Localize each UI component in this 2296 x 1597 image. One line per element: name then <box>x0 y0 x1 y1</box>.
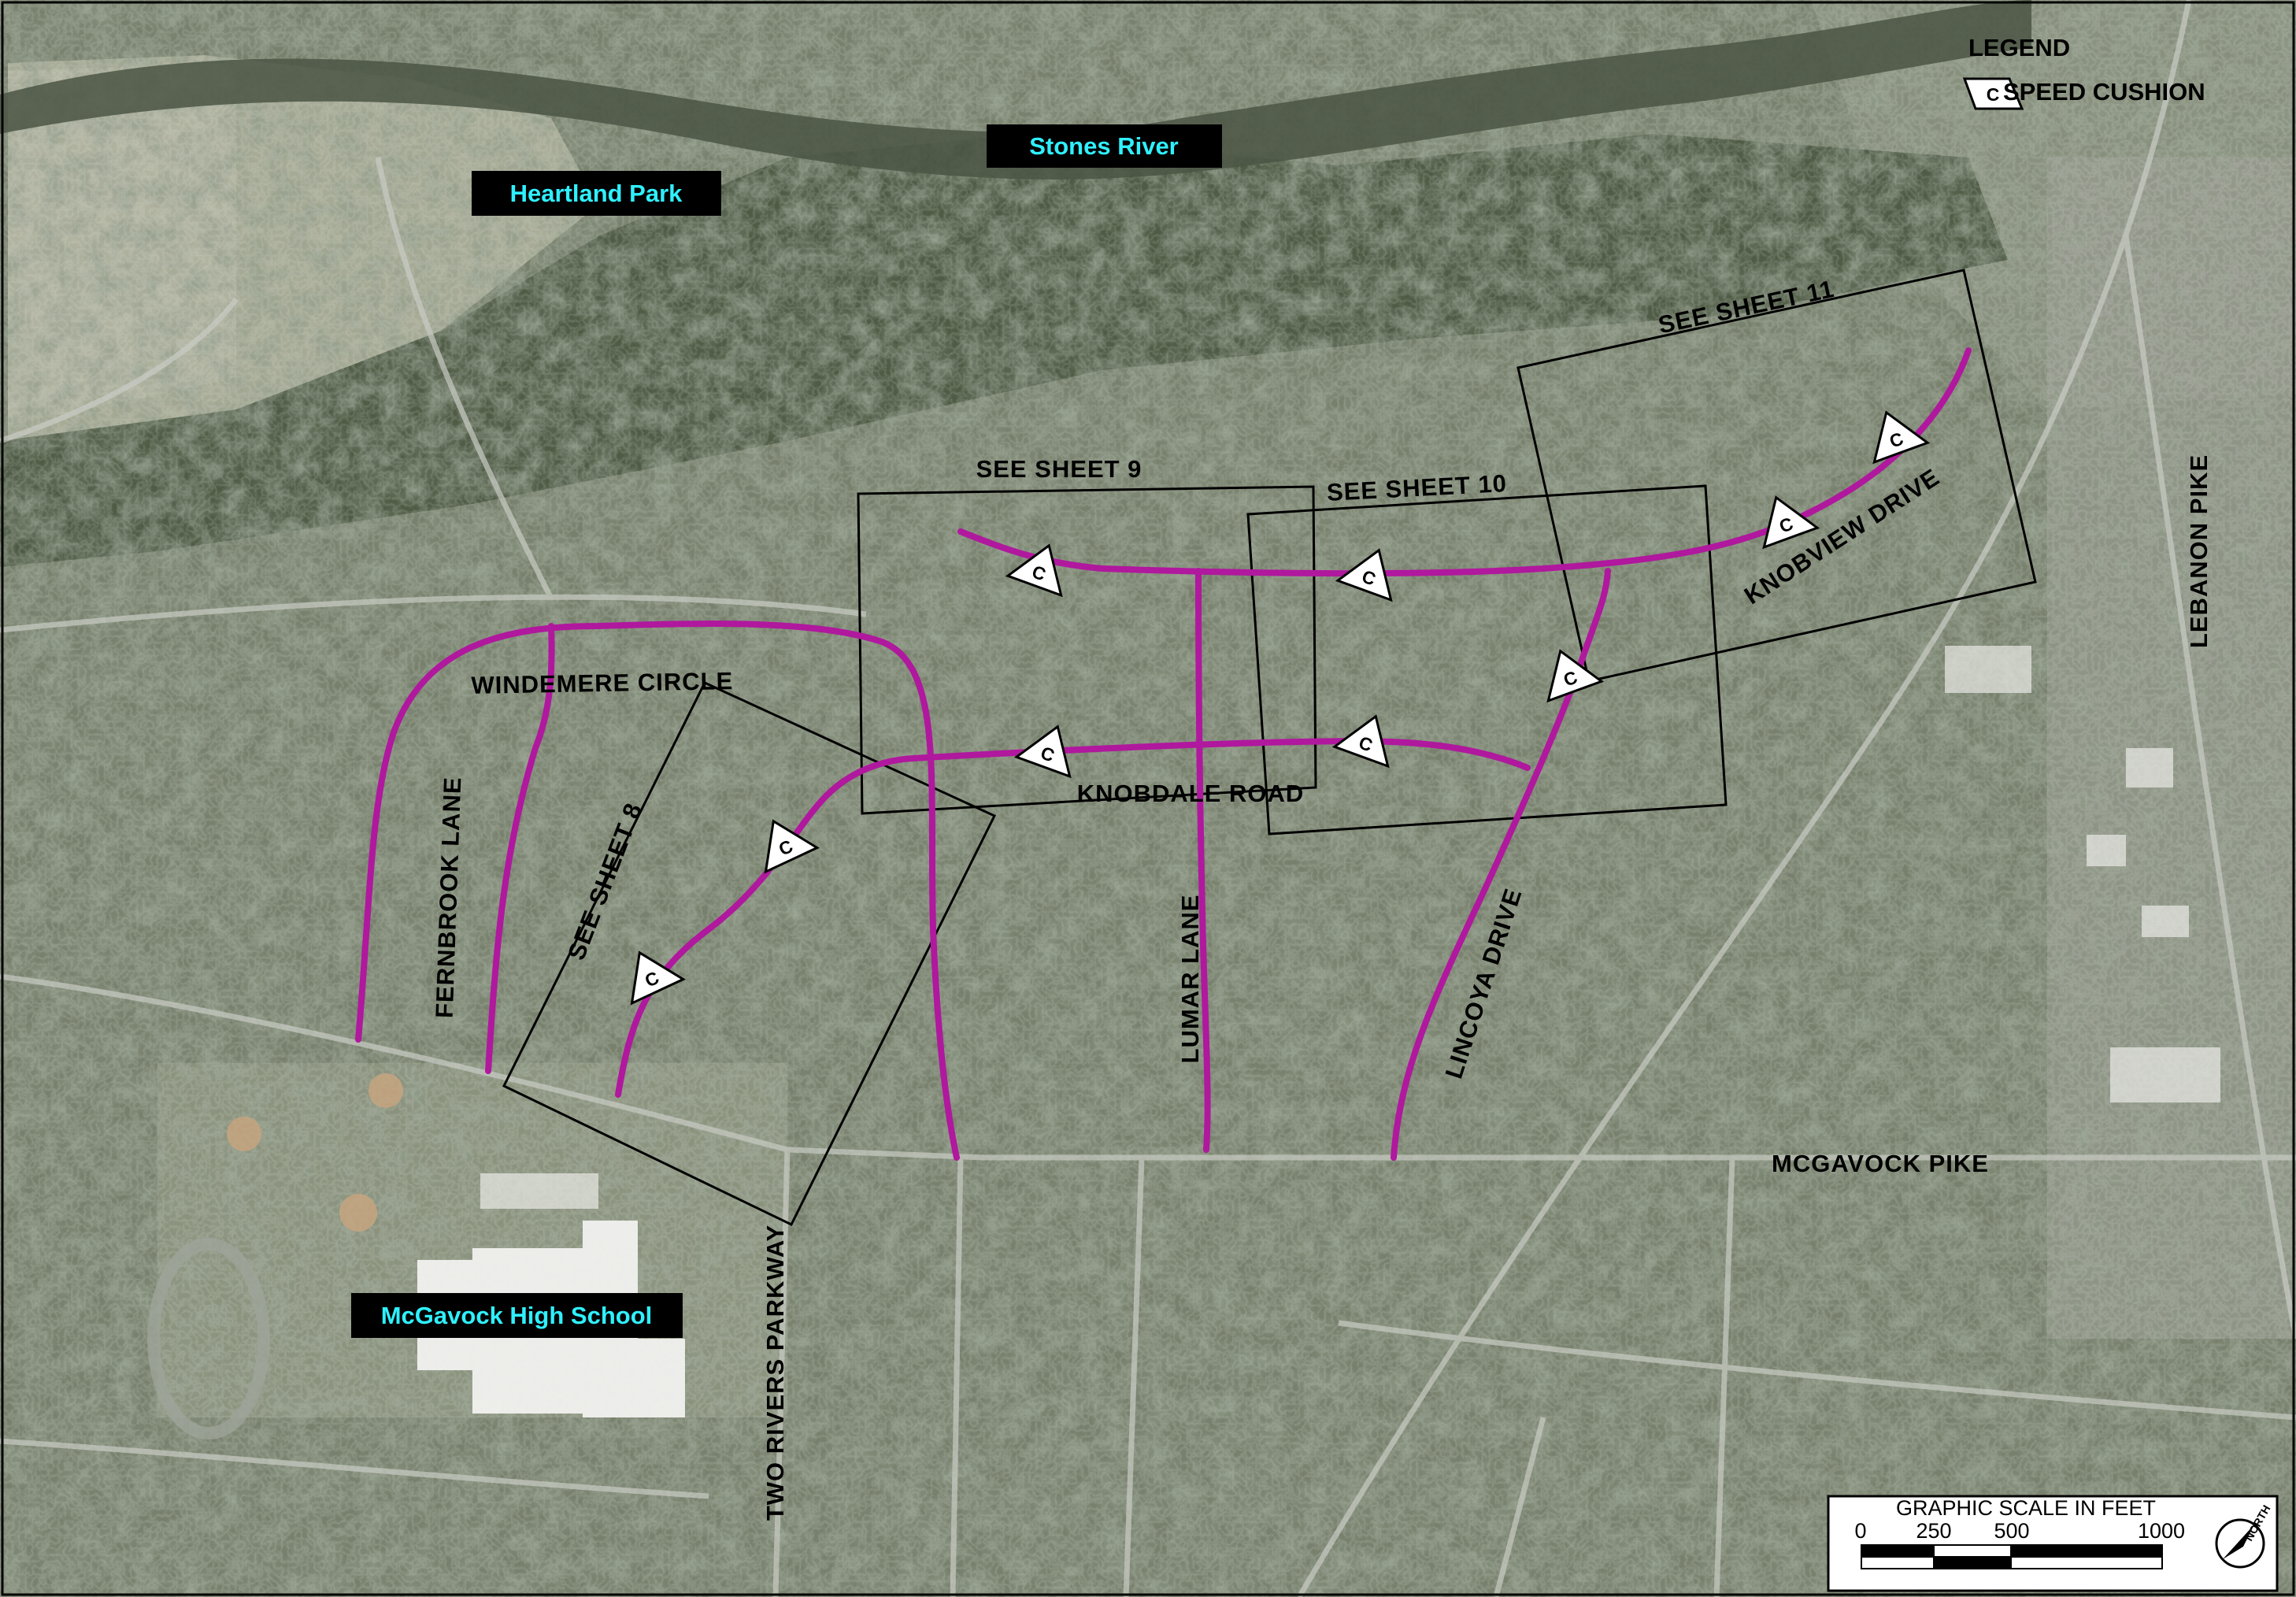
sheet-9-frame[interactable] <box>857 485 1317 815</box>
sheet-frames <box>502 269 2037 1226</box>
place-label-text: McGavock High School <box>381 1302 653 1329</box>
sheet-11-frame[interactable] <box>1516 269 2037 683</box>
speed-cushion-marker[interactable]: C <box>748 810 820 874</box>
speed-cushion-marker[interactable]: C <box>1005 535 1076 598</box>
place-label-text: Stones River <box>1029 132 1179 160</box>
route-lincoya-drive[interactable] <box>1391 568 1611 1161</box>
route-fernbrook-lane[interactable] <box>485 623 555 1074</box>
speed-cushion-marker[interactable]: C <box>1860 402 1931 465</box>
speed-cushion-marker[interactable]: C <box>614 941 686 1006</box>
speed-cushion-marker[interactable]: C <box>1331 706 1402 769</box>
place-label-mcgavock-high-school[interactable]: McGavock High School <box>351 1293 683 1338</box>
scale-tick-0: 0 <box>1854 1519 1866 1543</box>
route-knobview-drive[interactable] <box>957 347 1972 577</box>
scale-tick-250: 250 <box>1916 1519 1951 1543</box>
place-label-stones-river[interactable]: Stones River <box>987 124 1222 168</box>
speed-cushions: C C C C C C C C <box>614 402 1931 1006</box>
street-label-windemere-circle: WINDEMERE CIRCLE <box>471 667 733 699</box>
scale-bar: GRAPHIC SCALE IN FEET 0 250 500 1000 NOR… <box>1827 1495 2279 1592</box>
street-label-lebanon-pike: LEBANON PIKE <box>2185 454 2213 648</box>
place-label-heartland-park[interactable]: Heartland Park <box>472 171 721 216</box>
speed-cushion-marker[interactable]: C <box>1335 540 1405 602</box>
scale-title: GRAPHIC SCALE IN FEET <box>1896 1496 2156 1520</box>
street-label-lumar-lane: LUMAR LANE <box>1176 895 1204 1064</box>
street-label-mcgavock-pike: MCGAVOCK PIKE <box>1772 1150 1989 1177</box>
speed-cushion-marker[interactable]: C <box>1013 717 1084 779</box>
route-lumar-lane[interactable] <box>1195 568 1211 1153</box>
north-arrow-icon <box>2223 1525 2254 1559</box>
street-label-knobdale-road: KNOBDALE ROAD <box>1077 780 1305 807</box>
project-routes <box>355 347 1972 1161</box>
legend-speed-cushion-symbol: C <box>1962 77 2024 110</box>
sheet-label-9[interactable]: SEE SHEET 9 <box>976 455 1142 483</box>
street-label-two-rivers-parkway: TWO RIVERS PARKWAY <box>761 1225 789 1521</box>
scale-tick-1000: 1000 <box>2138 1519 2185 1543</box>
place-labels: Stones River Heartland Park McGavock Hig… <box>351 124 1222 1338</box>
legend-symbol-letter: C <box>1987 84 2000 105</box>
route-windemere-circle[interactable] <box>355 620 960 1161</box>
sheet-8-frame[interactable] <box>502 681 997 1226</box>
legend-item-label: SPEED CUSHION <box>2003 78 2205 106</box>
legend: LEGEND C SPEED CUSHION <box>1962 34 2205 110</box>
scale-tick-500: 500 <box>1994 1519 2029 1543</box>
speed-cushion-marker[interactable]: C <box>1534 641 1605 703</box>
place-label-text: Heartland Park <box>510 180 683 207</box>
sheet-10-frame[interactable] <box>1246 484 1728 836</box>
legend-title: LEGEND <box>1968 34 2070 61</box>
speed-cushion-marker[interactable]: C <box>1750 487 1820 550</box>
